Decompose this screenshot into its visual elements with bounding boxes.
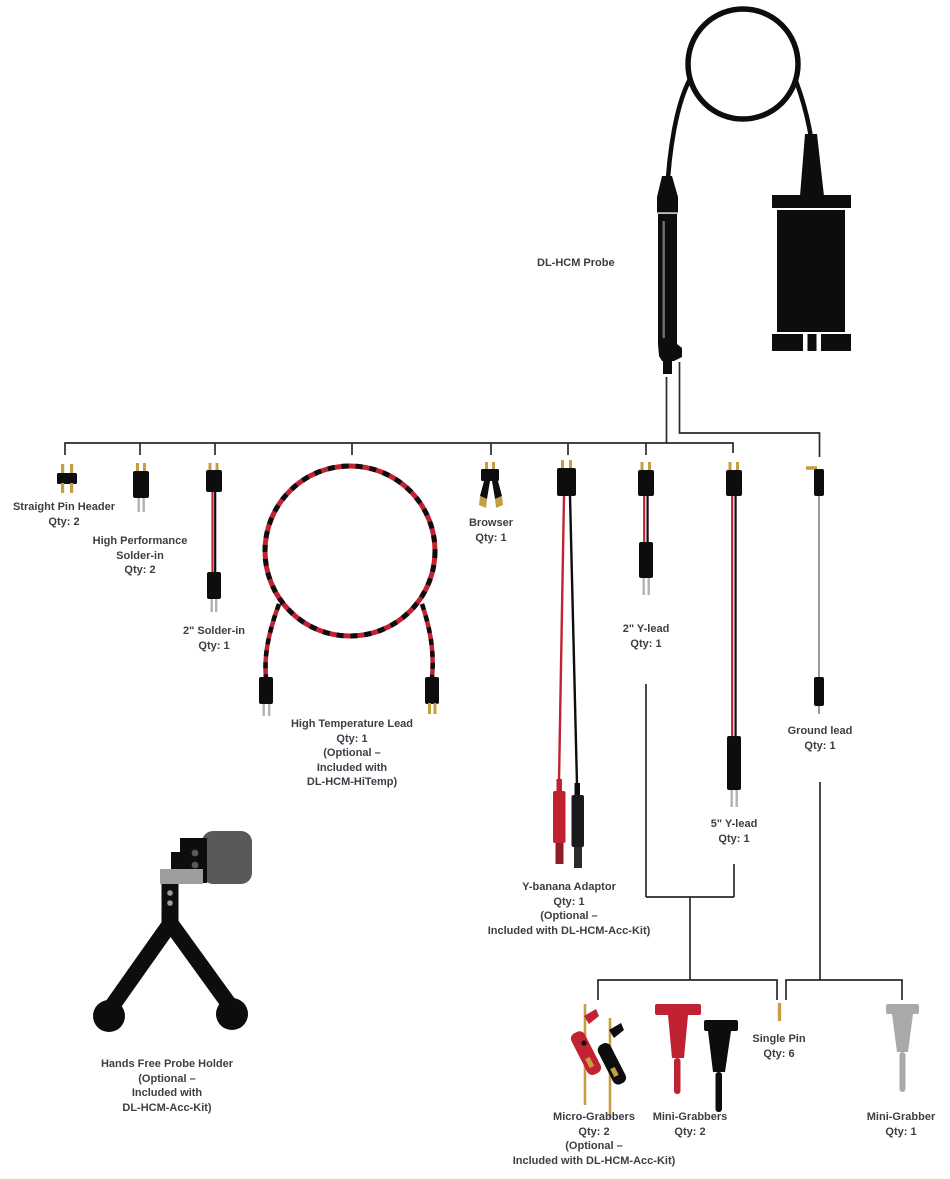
connector-lines <box>64 362 903 1000</box>
browser-icon <box>479 462 503 508</box>
mini-grabber-icon <box>886 1004 919 1092</box>
hands-free-probe-holder-illustration <box>93 831 252 1032</box>
bnc-flange-bottom <box>772 334 851 351</box>
cable-loop <box>685 6 801 122</box>
probe-label: DL-HCM Probe <box>537 257 615 269</box>
probe-body <box>658 214 677 344</box>
straight-pin-header-icon <box>57 464 77 493</box>
y-banana-adaptor-icon <box>553 460 584 868</box>
high-performance-solder-in-icon <box>133 463 149 512</box>
bnc-flange-top <box>772 195 851 208</box>
cable-right <box>793 80 814 139</box>
ground-lead-icon <box>806 466 824 714</box>
two-inch-solder-in-icon <box>206 463 222 612</box>
high-temperature-lead-icon <box>259 463 439 716</box>
bnc-body <box>777 210 845 332</box>
probe-tip <box>658 344 682 361</box>
hands-free-probe-holder-label: Hands Free Probe Holder(Optional –Includ… <box>100 1058 234 1114</box>
dl-hcm-probe-illustration <box>657 6 851 374</box>
mini-grabbers-icon <box>655 1004 738 1112</box>
five-inch-y-lead-icon <box>726 462 742 807</box>
probe-cap <box>657 176 678 197</box>
connector-taper <box>800 134 824 196</box>
micro-grabbers-icon <box>570 1004 627 1118</box>
two-inch-y-lead-icon <box>638 462 654 595</box>
single-pin-icon <box>777 1003 782 1021</box>
